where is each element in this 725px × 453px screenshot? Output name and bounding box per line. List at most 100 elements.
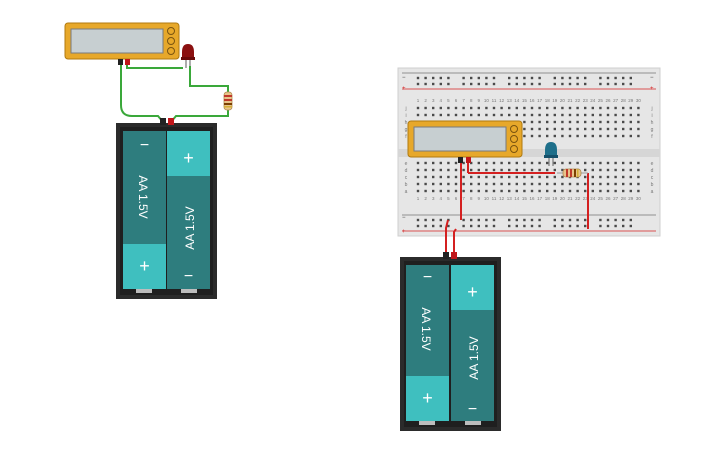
breadboard-hole[interactable]: [561, 113, 564, 117]
breadboard-hole[interactable]: [439, 161, 442, 165]
multimeter-knob[interactable]: [167, 47, 175, 55]
breadboard-hole[interactable]: [530, 218, 534, 222]
breadboard-hole[interactable]: [629, 218, 632, 222]
left-red-led[interactable]: [181, 44, 195, 68]
breadboard-hole[interactable]: [477, 82, 480, 86]
breadboard-hole[interactable]: [515, 189, 518, 193]
breadboard-hole[interactable]: [530, 189, 534, 193]
breadboard-hole[interactable]: [568, 120, 572, 124]
breadboard-hole[interactable]: [492, 82, 496, 86]
breadboard-hole[interactable]: [416, 76, 420, 80]
breadboard-hole[interactable]: [454, 113, 458, 117]
breadboard-hole[interactable]: [561, 76, 564, 80]
breadboard-hole[interactable]: [561, 175, 564, 179]
breadboard-hole[interactable]: [523, 113, 526, 117]
left-battery-pack[interactable]: − + AA 1.5V + − AA 1.5V: [116, 118, 217, 299]
breadboard-hole[interactable]: [614, 182, 617, 186]
breadboard-hole[interactable]: [622, 168, 625, 172]
breadboard-hole[interactable]: [614, 76, 617, 80]
breadboard-hole[interactable]: [477, 175, 480, 179]
breadboard-hole[interactable]: [439, 189, 442, 193]
breadboard-hole[interactable]: [424, 182, 427, 186]
breadboard-hole[interactable]: [432, 175, 435, 179]
multimeter-knob[interactable]: [510, 145, 518, 153]
breadboard-hole[interactable]: [622, 113, 625, 117]
breadboard-hole[interactable]: [447, 76, 450, 80]
breadboard-hole[interactable]: [432, 189, 435, 193]
breadboard-hole[interactable]: [485, 161, 488, 165]
breadboard-hole[interactable]: [561, 182, 564, 186]
breadboard-hole[interactable]: [447, 182, 450, 186]
breadboard-hole[interactable]: [508, 76, 511, 80]
breadboard-hole[interactable]: [584, 120, 587, 124]
breadboard-hole[interactable]: [614, 113, 617, 117]
breadboard-hole[interactable]: [538, 113, 541, 117]
breadboard-hole[interactable]: [470, 161, 473, 165]
breadboard-hole[interactable]: [568, 161, 572, 165]
breadboard-hole[interactable]: [553, 127, 556, 131]
breadboard-hole[interactable]: [492, 76, 496, 80]
breadboard-hole[interactable]: [538, 134, 541, 138]
breadboard-hole[interactable]: [584, 189, 587, 193]
breadboard-hole[interactable]: [470, 82, 473, 86]
battery-terminal-pos[interactable]: [451, 252, 457, 259]
breadboard-hole[interactable]: [416, 113, 420, 117]
breadboard-hole[interactable]: [515, 224, 518, 228]
breadboard-hole[interactable]: [591, 189, 594, 193]
right-battery-pack[interactable]: − + AA 1.5V + − AA 1.5V: [400, 252, 501, 431]
breadboard-hole[interactable]: [599, 127, 602, 131]
breadboard-hole[interactable]: [477, 113, 480, 117]
breadboard-hole[interactable]: [492, 168, 496, 172]
battery-terminal-neg[interactable]: [443, 252, 449, 259]
breadboard-hole[interactable]: [477, 224, 480, 228]
breadboard-hole[interactable]: [584, 106, 587, 110]
breadboard-hole[interactable]: [553, 182, 556, 186]
breadboard-hole[interactable]: [614, 134, 617, 138]
breadboard-hole[interactable]: [584, 161, 587, 165]
breadboard-hole[interactable]: [584, 127, 587, 131]
breadboard-hole[interactable]: [629, 168, 632, 172]
breadboard-hole[interactable]: [606, 134, 610, 138]
breadboard-hole[interactable]: [439, 168, 442, 172]
breadboard-hole[interactable]: [576, 161, 579, 165]
breadboard-hole[interactable]: [523, 106, 526, 110]
breadboard-hole[interactable]: [485, 224, 488, 228]
breadboard-hole[interactable]: [477, 189, 480, 193]
breadboard-hole[interactable]: [492, 224, 496, 228]
breadboard-hole[interactable]: [462, 82, 465, 86]
breadboard-hole[interactable]: [553, 82, 556, 86]
breadboard-hole[interactable]: [508, 106, 511, 110]
breadboard-hole[interactable]: [591, 120, 594, 124]
breadboard-hole[interactable]: [500, 182, 503, 186]
breadboard-hole[interactable]: [477, 168, 480, 172]
breadboard-hole[interactable]: [515, 168, 518, 172]
breadboard-hole[interactable]: [591, 106, 594, 110]
breadboard-hole[interactable]: [530, 113, 534, 117]
breadboard-hole[interactable]: [454, 106, 458, 110]
breadboard-hole[interactable]: [584, 82, 587, 86]
breadboard-hole[interactable]: [515, 175, 518, 179]
breadboard-hole[interactable]: [439, 76, 442, 80]
breadboard-hole[interactable]: [523, 134, 526, 138]
breadboard-hole[interactable]: [584, 113, 587, 117]
breadboard-hole[interactable]: [629, 106, 632, 110]
wire-led-to-resistor[interactable]: [189, 66, 229, 92]
breadboard-hole[interactable]: [477, 161, 480, 165]
breadboard-hole[interactable]: [599, 168, 602, 172]
breadboard-hole[interactable]: [485, 182, 488, 186]
breadboard-hole[interactable]: [576, 189, 579, 193]
breadboard-hole[interactable]: [606, 189, 610, 193]
breadboard-hole[interactable]: [523, 175, 526, 179]
breadboard-hole[interactable]: [553, 134, 556, 138]
breadboard-hole[interactable]: [568, 127, 572, 131]
breadboard-hole[interactable]: [462, 175, 465, 179]
breadboard-hole[interactable]: [447, 106, 450, 110]
breadboard-hole[interactable]: [416, 175, 420, 179]
breadboard-hole[interactable]: [538, 224, 541, 228]
breadboard-hole[interactable]: [508, 175, 511, 179]
breadboard-hole[interactable]: [424, 218, 427, 222]
breadboard-hole[interactable]: [477, 182, 480, 186]
breadboard-hole[interactable]: [538, 189, 541, 193]
breadboard-hole[interactable]: [454, 189, 458, 193]
breadboard-hole[interactable]: [606, 76, 610, 80]
